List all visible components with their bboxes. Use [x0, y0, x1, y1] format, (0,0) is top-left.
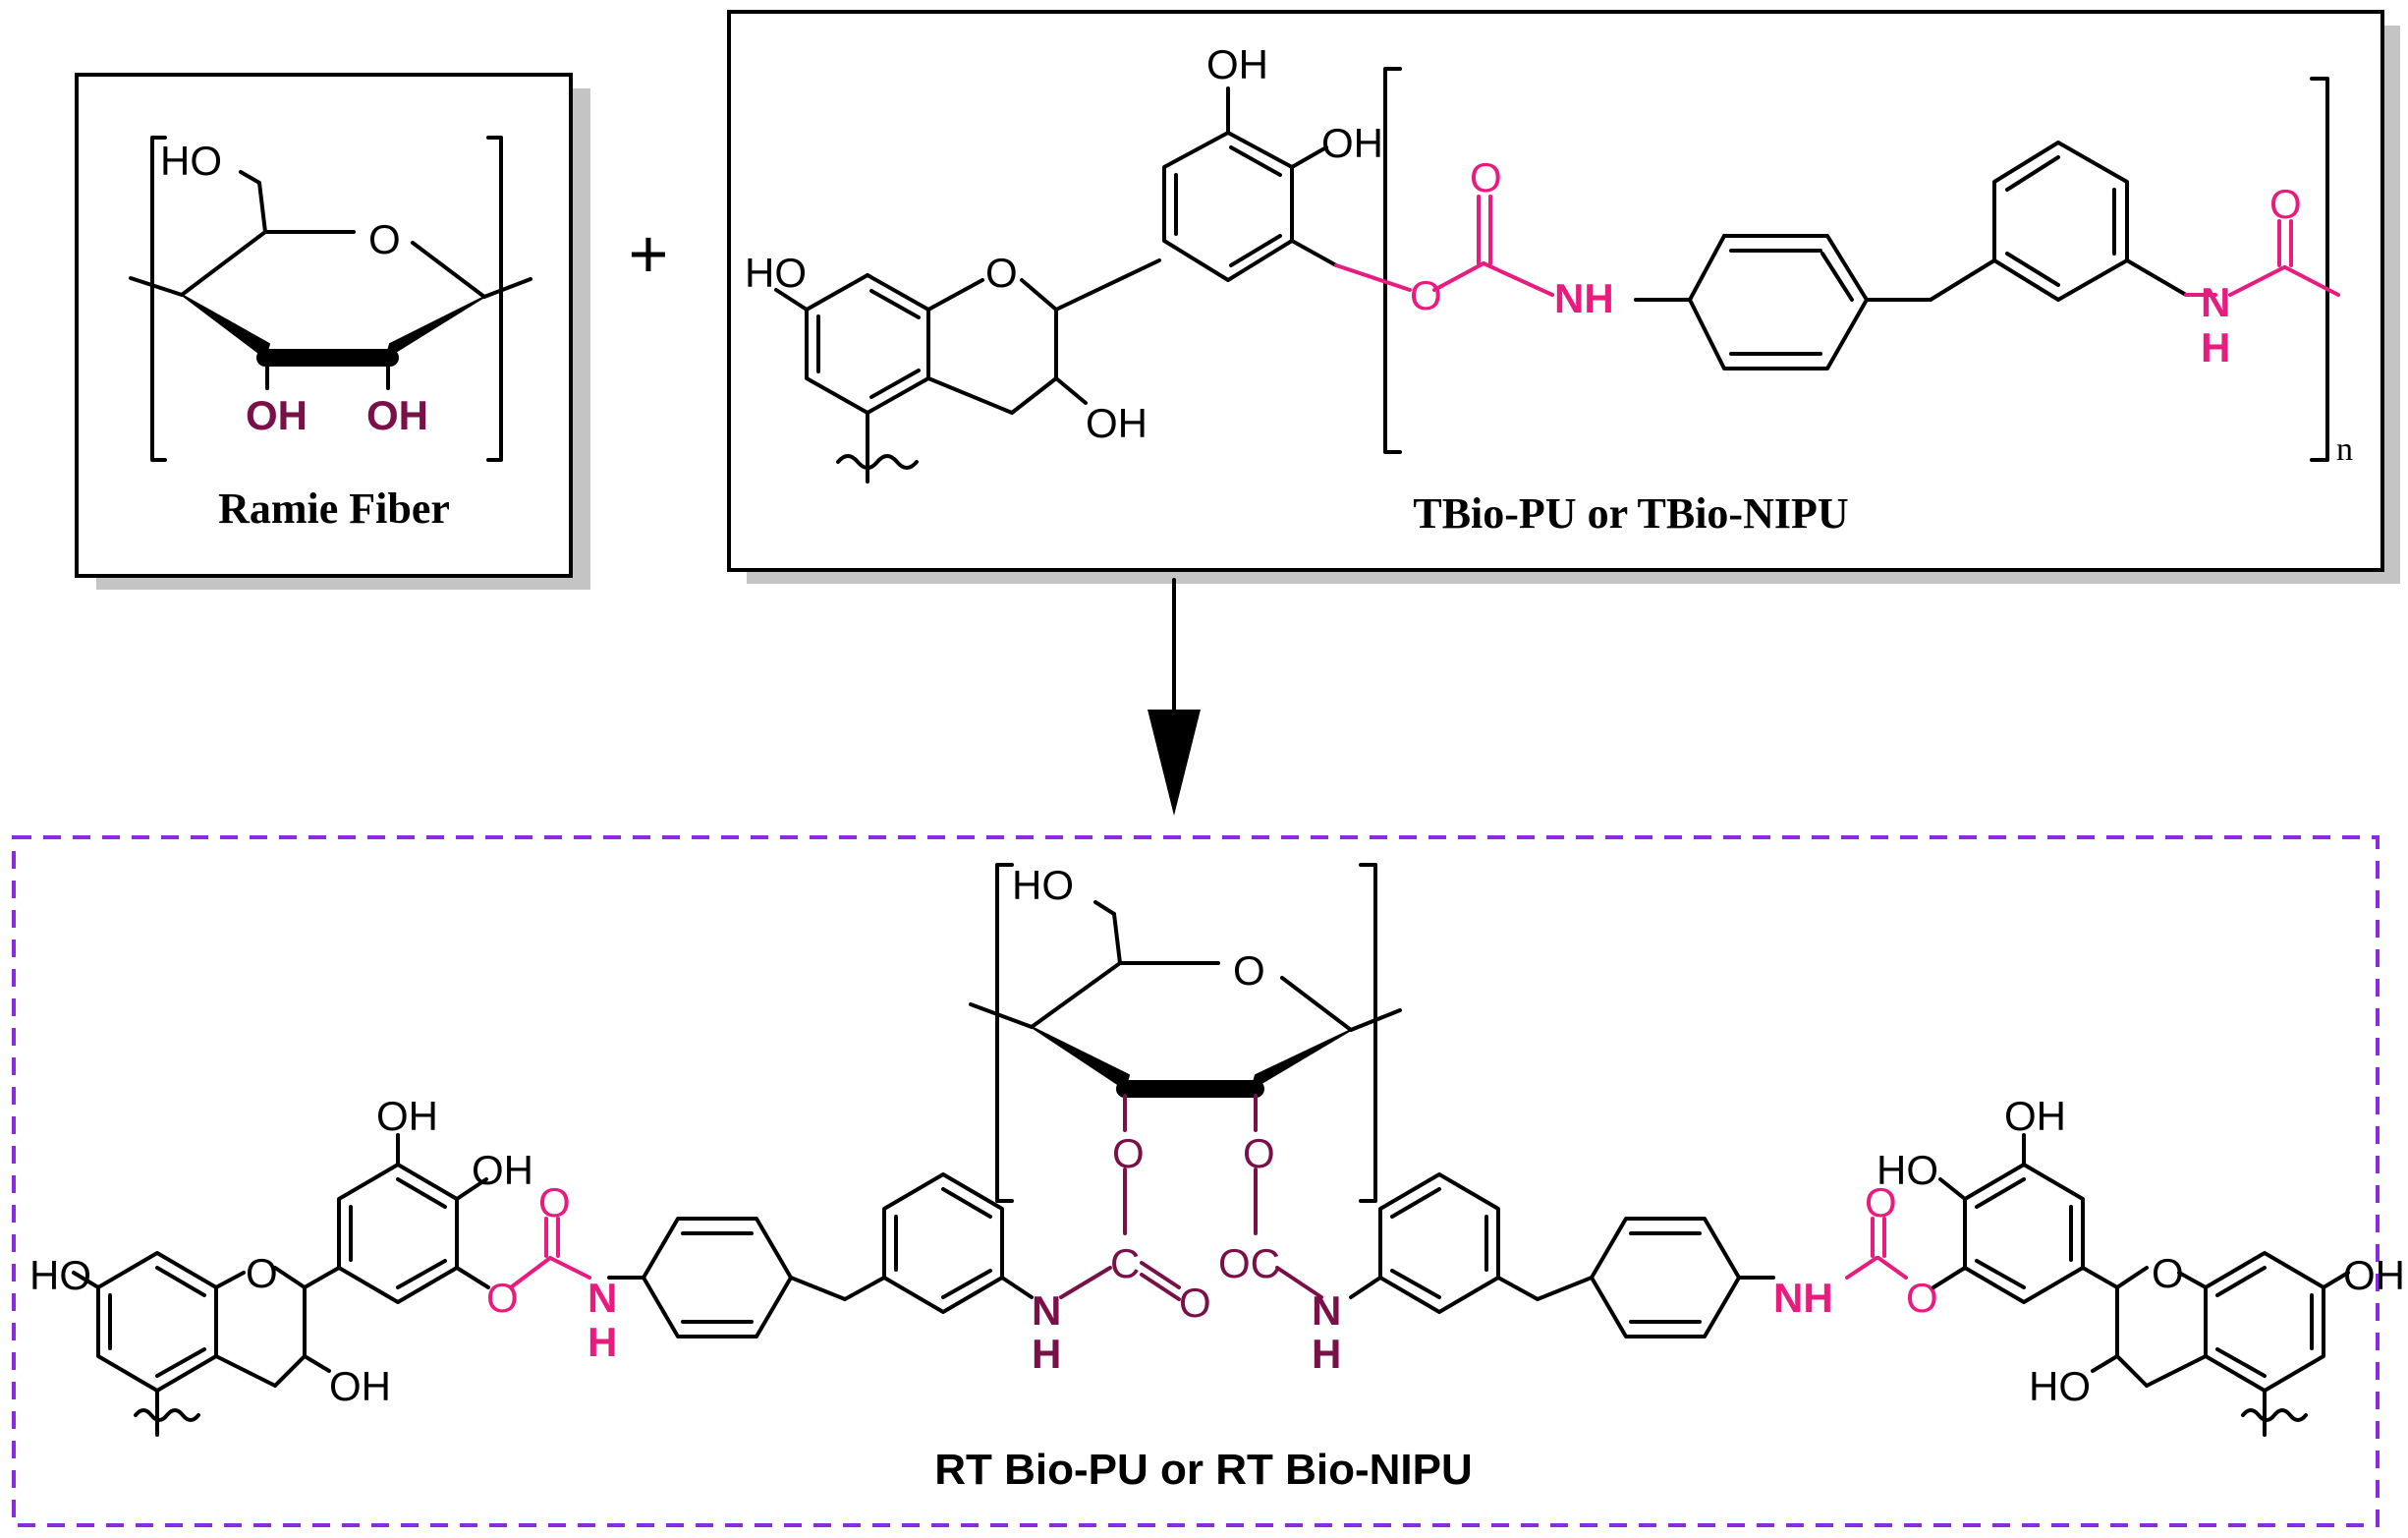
right-ho-mid: HO: [1876, 1147, 1938, 1193]
tbio-oh-top: OH: [1206, 41, 1268, 87]
link-o-c-right: OC: [1218, 1240, 1280, 1286]
right-carb-o-single: O: [1906, 1275, 1938, 1321]
right-aryl-chain: [1349, 1172, 1775, 1339]
right-ring-o: O: [2152, 1250, 2184, 1296]
product-caption: RT Bio-PU or RT Bio-NIPU: [934, 1446, 1473, 1494]
tbio-amide: [2184, 219, 2340, 297]
tbio-phenyl-para: [1634, 234, 1996, 370]
tbio-amide-h: H: [2201, 324, 2230, 370]
ramie-ring-o: O: [368, 216, 401, 262]
left-n: N: [588, 1275, 617, 1321]
ramie-oh-right: OH: [366, 392, 428, 438]
right-ho-low: HO: [2029, 1363, 2091, 1409]
left-oh-low: OH: [329, 1363, 391, 1409]
glucose-ring: [129, 170, 532, 390]
reaction-arrow: [1148, 578, 1201, 816]
cellulose-urethane-links: [1059, 1094, 1323, 1301]
ramie-box: [75, 73, 573, 578]
repeat-subscript: n: [2336, 431, 2353, 468]
tbio-pu-panel: n HO O OH: [727, 10, 2400, 584]
right-nh: NH: [1773, 1275, 1833, 1321]
left-oh-mid: OH: [472, 1147, 533, 1193]
link-n-right: N: [1312, 1287, 1341, 1334]
ramie-oh-left: OH: [246, 392, 308, 438]
link-n-left: N: [1032, 1287, 1061, 1334]
link-o-right: O: [1243, 1130, 1275, 1176]
gallyl-ring: [1162, 86, 1338, 282]
link-h-left: H: [1032, 1331, 1061, 1377]
ramie-caption: Ramie Fiber: [218, 484, 450, 533]
tbio-oh-low: OH: [1086, 400, 1148, 446]
tbio-carb-o-single: O: [1410, 272, 1442, 318]
link-o-double: O: [1179, 1280, 1211, 1326]
tbio-repeat-brackets: [1383, 67, 2329, 462]
right-carb-o-double: O: [1865, 1179, 1897, 1225]
right-catechin: [1932, 1133, 2350, 1437]
product-dashed-box: [12, 835, 2380, 1527]
ramie-fiber-panel: HO O OH OH Ramie Fiber: [75, 73, 590, 590]
tbio-amide-n: N: [2201, 279, 2230, 325]
right-oh: OH: [2343, 1252, 2405, 1298]
tbio-caption: TBio-PU or TBio-NIPU: [1413, 489, 1848, 538]
tbio-nh: NH: [1554, 275, 1614, 321]
tbio-carb-o-double: O: [1470, 154, 1502, 200]
tbio-oh-mid: OH: [1321, 120, 1383, 166]
tbio-phenyl-meta: [1992, 141, 2188, 302]
tbio-amide-o: O: [2269, 181, 2302, 227]
product-panel: HO O O O C O OC N H N H: [12, 835, 2405, 1527]
product-cellulose: [969, 863, 1402, 1203]
left-h: H: [588, 1319, 617, 1365]
left-ring-o: O: [246, 1250, 278, 1296]
left-oh-top: OH: [376, 1093, 438, 1139]
left-urethane: [509, 1217, 591, 1289]
center-ho: HO: [1012, 862, 1074, 908]
left-catechin: [72, 1133, 490, 1437]
tbio-urethane: [1334, 195, 1554, 297]
catechin-a-ring: [774, 258, 1161, 484]
left-ho: HO: [29, 1252, 91, 1298]
center-ring-o: O: [1233, 947, 1265, 994]
tbio-ring-o: O: [985, 250, 1018, 296]
tbio-box: [727, 10, 2384, 572]
link-h-right: H: [1312, 1331, 1341, 1377]
right-oh-top: OH: [2004, 1093, 2066, 1139]
left-carb-o-single: O: [486, 1275, 519, 1321]
link-o-left: O: [1112, 1130, 1145, 1176]
left-carb-o-double: O: [538, 1179, 571, 1225]
link-c-left: C: [1110, 1240, 1140, 1286]
ramie-ho: HO: [160, 138, 222, 184]
right-urethane: [1845, 1217, 1908, 1280]
tbio-ho-left: HO: [745, 250, 807, 296]
left-aryl-chain: [607, 1172, 1034, 1339]
plus-sign: +: [629, 215, 669, 292]
ramie-repeat-brackets: [150, 136, 503, 462]
